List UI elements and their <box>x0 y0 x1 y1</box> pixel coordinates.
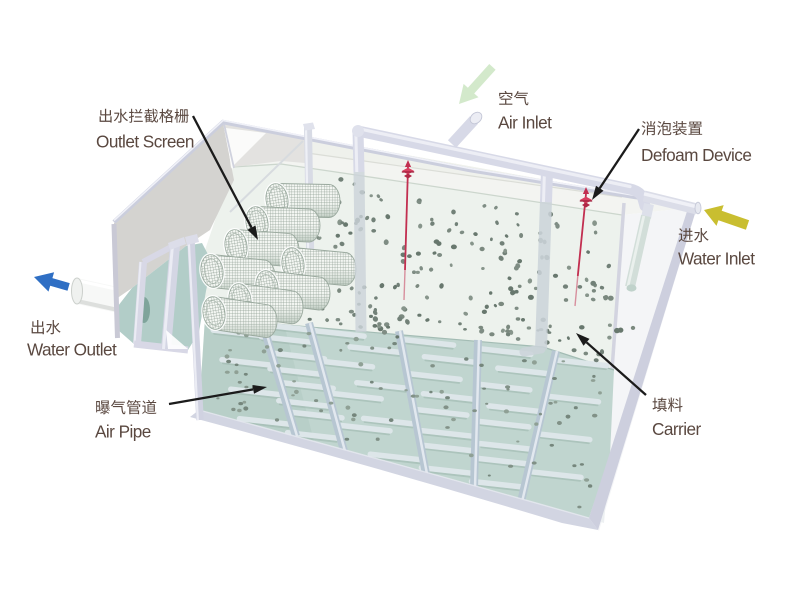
svg-text:Water Outlet: Water Outlet <box>27 340 117 360</box>
svg-text:Air Pipe: Air Pipe <box>95 422 151 442</box>
svg-text:Carrier: Carrier <box>652 419 701 439</box>
svg-text:Outlet Screen: Outlet Screen <box>96 132 194 152</box>
svg-text:Defoam Device: Defoam Device <box>641 145 751 165</box>
svg-text:Water Inlet: Water Inlet <box>678 249 755 269</box>
svg-text:Air Inlet: Air Inlet <box>498 113 552 133</box>
